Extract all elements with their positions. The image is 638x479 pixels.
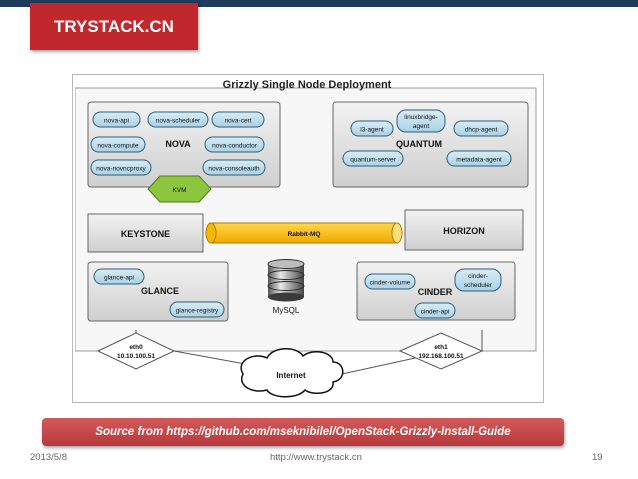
quantum-service-label: dhcp-agent xyxy=(465,127,498,134)
cinder-service-label: cinder- xyxy=(468,273,488,280)
quantum-service-l3: l3-agent xyxy=(350,120,394,137)
rabbit-mq-label: Rabbit-MQ xyxy=(288,231,321,238)
brand-logo: TRYSTACK.CN xyxy=(30,3,198,50)
quantum-label: QUANTUM xyxy=(396,139,442,149)
cinder-service-volume: cinder-volume xyxy=(364,273,416,290)
footer-page-number: 19 xyxy=(592,452,603,463)
rabbit-mq-cylinder xyxy=(205,222,403,244)
quantum-service-label: metadata-agent xyxy=(456,157,502,164)
nova-label: NOVA xyxy=(165,139,191,149)
cinder-service-label: scheduler xyxy=(464,282,493,289)
nova-service-consoleauth: nova-consoleauth xyxy=(202,159,266,176)
mysql-database-icon xyxy=(267,259,305,302)
horizon-label: HORIZON xyxy=(443,226,485,236)
nova-service-scheduler: nova-scheduler xyxy=(147,111,209,128)
nova-service-label: nova-novncproxy xyxy=(96,166,146,173)
nova-service-conductor: nova-conductor xyxy=(204,136,265,153)
internet-label: Internet xyxy=(276,371,306,380)
internet-cloud-icon xyxy=(240,348,344,398)
footer-date: 2013/5/8 xyxy=(30,452,67,463)
cinder-service-scheduler: cinder- scheduler xyxy=(454,268,502,292)
cinder-label: CINDER xyxy=(418,287,453,297)
cinder-service-api: cinder-api xyxy=(414,302,456,319)
source-banner: Source from https://github.com/mseknibil… xyxy=(42,418,564,446)
quantum-service-label: linuxbridge- xyxy=(404,114,438,121)
nova-service-compute: nova-compute xyxy=(90,136,146,153)
quantum-service-dhcp: dhcp-agent xyxy=(453,120,509,137)
eth0-ip: 10.10.100.51 xyxy=(117,353,155,360)
quantum-service-label: l3-agent xyxy=(360,127,384,134)
eth1-diamond xyxy=(398,332,484,370)
glance-label: GLANCE xyxy=(141,286,179,296)
nova-service-label: nova-conductor xyxy=(212,143,258,150)
eth1-name: eth1 xyxy=(434,344,448,351)
mysql-label: MySQL xyxy=(273,306,300,315)
glance-service-api: glance-api xyxy=(93,268,145,285)
deployment-diagram: Grizzly Single Node Deployment NOVA nova… xyxy=(75,79,537,398)
diagram-title: Grizzly Single Node Deployment xyxy=(223,79,392,91)
keystone-label: KEYSTONE xyxy=(121,229,170,239)
quantum-service-server: quantum-server xyxy=(342,150,404,167)
quantum-service-label: quantum-server xyxy=(350,157,396,164)
quantum-service-label: agent xyxy=(413,123,429,130)
nova-service-label: nova-api xyxy=(104,118,129,125)
horizon-box xyxy=(404,209,524,251)
cinder-service-label: cinder-volume xyxy=(370,280,411,287)
quantum-service-linuxbridge: linuxbridge- agent xyxy=(396,109,446,133)
nova-service-novncproxy: nova-novncproxy xyxy=(90,159,152,176)
nova-service-api: nova-api xyxy=(92,111,141,128)
keystone-box xyxy=(87,213,204,253)
eth0-diamond xyxy=(96,332,176,370)
nova-service-label: nova-scheduler xyxy=(156,118,201,125)
kvm-hexagon xyxy=(147,175,212,203)
glance-service-label: glance-registry xyxy=(176,308,219,315)
glance-service-label: glance-api xyxy=(104,275,134,282)
nova-service-cert: nova-cert xyxy=(211,111,265,128)
nova-service-label: nova-cert xyxy=(224,118,251,125)
nova-service-label: nova-compute xyxy=(97,143,139,150)
kvm-label: KVM xyxy=(172,187,186,194)
top-bar xyxy=(0,0,638,7)
quantum-service-metadata: metadata-agent xyxy=(446,150,512,167)
glance-service-registry: glance-registry xyxy=(169,301,225,318)
eth1-ip: 192.168.100.51 xyxy=(418,353,464,360)
eth0-name: eth0 xyxy=(129,344,143,351)
footer-url: http://www.trystack.cn xyxy=(270,452,362,463)
cinder-service-label: cinder-api xyxy=(421,309,450,316)
nova-service-label: nova-consoleauth xyxy=(208,166,260,173)
